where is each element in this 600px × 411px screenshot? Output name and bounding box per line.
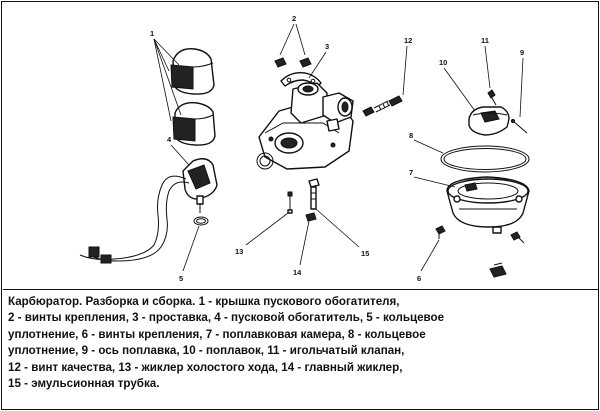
caption-line: 2 - винты крепления, 3 - проставка, 4 - … — [8, 311, 445, 325]
caption-line: уплотнение, 9 - ось поплавка, 10 - попла… — [8, 344, 405, 358]
callout-5: 5 — [179, 225, 200, 283]
callout-15-label: 15 — [361, 249, 369, 258]
callout-11: 11 — [481, 36, 491, 89]
o-ring-8 — [440, 145, 530, 173]
callout-4: 4 — [167, 135, 190, 166]
callout-4-label: 4 — [167, 135, 172, 144]
main-jet-14 — [305, 212, 317, 222]
callout-1: 1 — [150, 29, 182, 122]
callout-6: 6 — [417, 239, 440, 283]
callout-7-label: 7 — [409, 168, 413, 177]
caption-line: Карбюратор. Разборка и сборка. 1 - крышк… — [8, 295, 400, 308]
float-10 — [468, 106, 510, 136]
caption-line: 12 - винт качества, 13 - жиклер холостог… — [8, 360, 403, 374]
callout-10: 10 — [439, 58, 476, 112]
callout-12: 12 — [402, 36, 412, 96]
emulsion-tube-15 — [308, 178, 320, 210]
mounting-screws-6 — [435, 225, 507, 278]
callout-8-label: 8 — [409, 131, 413, 140]
o-ring-5 — [193, 216, 209, 226]
carburetor-exploded-diagram: 1 4 — [3, 3, 599, 288]
diagram-svg: 1 4 — [79, 14, 530, 283]
figure-caption: Карбюратор. Разборка и сборка. 1 - крышк… — [8, 294, 596, 392]
callout-9-label: 9 — [520, 48, 524, 57]
callout-10-label: 10 — [439, 58, 447, 67]
callout-14-label: 14 — [293, 268, 302, 277]
float-chamber-7 — [446, 176, 530, 234]
starting-enricher — [79, 158, 218, 264]
callout-1-label: 1 — [150, 29, 154, 38]
callout-8: 8 — [409, 131, 444, 154]
callout-14: 14 — [293, 220, 310, 277]
callout-13-label: 13 — [235, 247, 243, 256]
callout-12-label: 12 — [404, 36, 412, 45]
callout-15: 15 — [315, 208, 369, 258]
callout-13: 13 — [235, 212, 289, 256]
enrichment-cover-lower — [172, 102, 216, 146]
callout-7: 7 — [409, 168, 456, 188]
callout-2: 2 — [279, 14, 306, 56]
callout-11-label: 11 — [481, 36, 489, 45]
caption-line: уплотнение, 6 - винты крепления, 7 - поп… — [8, 327, 426, 341]
callout-2-label: 2 — [292, 14, 296, 23]
carburetor-body — [258, 82, 354, 170]
callout-5-label: 5 — [179, 274, 183, 283]
drain-screw — [510, 231, 525, 244]
caption-divider — [3, 289, 599, 290]
callout-3-label: 3 — [325, 42, 329, 51]
callout-3: 3 — [308, 42, 329, 79]
caption-line: 15 - эмульсионная трубка. — [8, 377, 160, 391]
callout-6-label: 6 — [417, 274, 421, 283]
mounting-screws-2 — [274, 57, 312, 68]
body-o-ring — [256, 152, 274, 170]
needle-valve-11 — [487, 89, 497, 106]
idle-jet-13 — [287, 191, 293, 214]
enrichment-cover-upper — [170, 48, 215, 95]
float-axle-9 — [510, 118, 528, 134]
callout-9: 9 — [519, 48, 524, 118]
quality-screw-12 — [362, 95, 403, 117]
